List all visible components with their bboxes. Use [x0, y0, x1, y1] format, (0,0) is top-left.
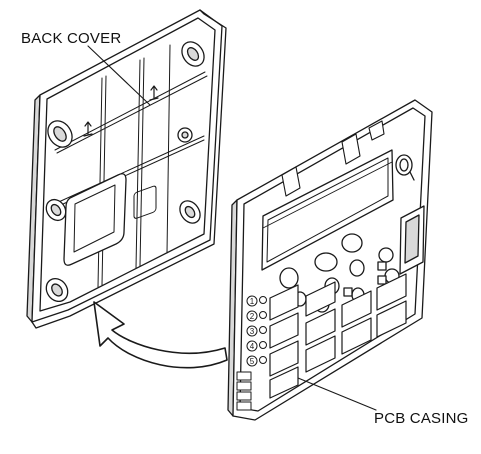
back-cover-wiring-opening-inner: [73, 184, 116, 253]
back-cover-inner-rim: [39, 17, 216, 312]
display-window: [261, 149, 394, 271]
svg-text:1: 1: [250, 297, 255, 306]
coin-battery-icon: [395, 154, 415, 181]
pcb-casing-label: PCB CASING: [374, 410, 469, 427]
number-button-2: 2: [246, 310, 267, 322]
pcb-casing: [227, 99, 433, 421]
keyhole-slot-icon: [181, 41, 205, 67]
back-cover-wiring-opening: [63, 173, 127, 266]
curved-arrow-icon: [93, 301, 228, 369]
back-cover-leader-line: [87, 45, 151, 106]
keyhole-slot-icon: [45, 277, 69, 303]
pcb-casing-leader-line: [297, 377, 377, 411]
back-cover-back-edge: [31, 9, 227, 329]
keyhole-slot-icon: [179, 200, 201, 224]
keyhole-slot-icon: [45, 198, 67, 222]
numbered-buttons: 1 2 3 4 5: [246, 295, 267, 367]
up-arrow-icon: [149, 85, 159, 101]
display-window-inner: [266, 157, 389, 263]
svg-text:2: 2: [250, 312, 255, 321]
side-terminals: [236, 371, 252, 411]
back-cover-tab: [133, 185, 157, 219]
pcb-casing-top-clips: [281, 120, 385, 197]
keypad-buttons: [269, 273, 407, 399]
round-boss-icon: [177, 127, 193, 143]
slide-switch: [399, 205, 425, 275]
back-cover-label: BACK COVER: [21, 30, 122, 47]
svg-text:5: 5: [250, 357, 255, 366]
svg-text:3: 3: [250, 327, 255, 336]
svg-text:4: 4: [250, 342, 255, 351]
number-button-1: 1: [246, 295, 267, 307]
up-arrow-icon: [83, 121, 93, 137]
number-button-3: 3: [246, 325, 267, 337]
number-button-4: 4: [246, 340, 267, 352]
number-button-5: 5: [246, 355, 267, 367]
back-cover: [26, 9, 227, 329]
keyhole-slot-icon: [47, 120, 73, 148]
